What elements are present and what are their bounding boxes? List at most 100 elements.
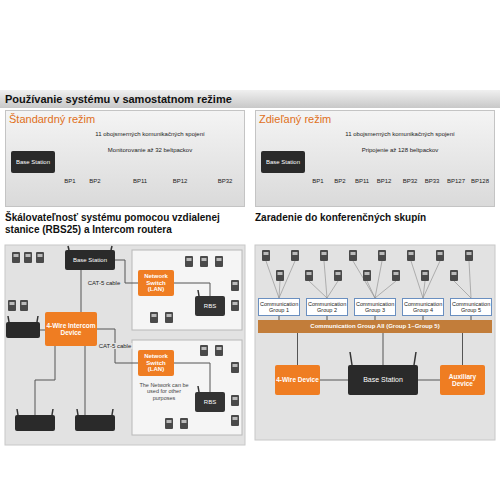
title-text: Používanie systému v samostatnom režime: [5, 93, 232, 105]
beltpack-number: BP32: [400, 178, 420, 185]
beltpack-screen: [233, 364, 238, 367]
note-text: The Network can be used for other purpos…: [138, 382, 190, 401]
beltpack-icon: [36, 252, 44, 263]
base-station: Base Station: [261, 151, 305, 173]
section-heading: Zaradenie do konferenčných skupín: [255, 212, 495, 224]
section-group: Škálovateľnosť systému pomocou vzdialene…: [5, 212, 245, 445]
beltpack-screen: [423, 272, 428, 275]
beltpack-screen: [307, 272, 312, 275]
connector: [383, 333, 384, 365]
group-box: Communication Group 2: [306, 298, 348, 316]
beltpack-icon: [24, 252, 32, 263]
node-text: Communication Group 4: [404, 301, 442, 313]
beltpack-screen: [14, 254, 19, 257]
beltpack-icon: [200, 256, 208, 267]
base-station: Base Station: [65, 250, 115, 270]
beltpack-screen: [394, 272, 399, 275]
beltpack-number: BP128: [469, 178, 491, 185]
beltpack-icon: [320, 250, 328, 261]
base-station-icon: [15, 415, 55, 431]
base-station: Base Station: [11, 151, 55, 173]
connector: [297, 333, 298, 365]
connector: [97, 329, 138, 363]
wire: [85, 346, 86, 415]
remote-station: RBS: [195, 392, 225, 412]
beltpack-link: [423, 281, 425, 298]
group-box: Communication Group 4: [402, 298, 444, 316]
beltpack-link: [469, 261, 471, 298]
beltpack-screen: [452, 272, 457, 275]
network-switch: Network Switch (LAN): [138, 350, 174, 376]
beltpack-screen: [278, 272, 283, 275]
beltpack-icon: [20, 300, 28, 311]
beltpack-icon: [465, 250, 473, 261]
beltpack-icon: [165, 312, 173, 323]
beltpack-number: BP12: [170, 178, 190, 185]
node-text: 4-Wire Intercom Device: [46, 322, 96, 337]
beltpack-icon: [215, 345, 223, 356]
beltpack-number: BP127: [446, 178, 466, 185]
node-text: Communication Group 3: [356, 301, 394, 313]
beltpack-icon: [180, 418, 188, 429]
beltpack-screen: [10, 302, 15, 305]
beltpack-icon: [363, 270, 371, 281]
cable-label: CAT-5 cable: [98, 343, 133, 349]
antenna: [8, 316, 9, 322]
beltpack-screen: [380, 252, 385, 255]
beltpack-screen: [26, 254, 31, 257]
connector: [81, 270, 82, 312]
connector: [462, 333, 463, 365]
beltpack-link: [367, 281, 375, 298]
section-heading: Štandardný režim: [9, 113, 95, 125]
beltpack-screen: [365, 272, 370, 275]
beltpack-screen: [22, 302, 27, 305]
beltpack-screen: [167, 420, 172, 423]
beltpack-link: [375, 281, 396, 298]
base-station-icon: [6, 322, 40, 338]
beltpack-number: BP32: [215, 178, 235, 185]
base-station-icon: [75, 415, 115, 431]
beltpack-screen: [217, 258, 222, 261]
beltpack-screen: [182, 420, 187, 423]
beltpack-icon: [231, 362, 239, 373]
section-heading: Škálovateľnosť systému pomocou vzdialene…: [5, 212, 245, 236]
antenna: [77, 409, 78, 415]
cable-label: CAT-5 cable: [87, 280, 122, 286]
auxiliary-device: Auxiliary Device: [440, 365, 485, 395]
beltpack-icon: [421, 270, 429, 281]
beltpack-icon: [392, 270, 400, 281]
beltpack-icon: [231, 395, 239, 406]
beltpack-icon: [276, 270, 284, 281]
group-box: Communication Group 3: [354, 298, 396, 316]
antenna: [17, 409, 18, 415]
beltpack-number: BP11: [352, 178, 372, 185]
beltpack-icon: [231, 300, 239, 311]
beltpack-icon: [231, 415, 239, 426]
title-bar: [0, 90, 500, 108]
beltpack-link: [279, 281, 280, 298]
beltpack-screen: [467, 252, 472, 255]
node-text: Communication Group 5: [452, 301, 490, 313]
node-text: Network Switch (LAN): [139, 273, 173, 293]
beltpack-link: [454, 281, 471, 298]
bracket-text: Monitorovanie až 32 beltpackov: [65, 147, 235, 154]
group-box: Communication Group 1: [258, 298, 300, 316]
connector: [174, 283, 210, 296]
node-text: 4-Wire Device: [276, 376, 319, 383]
beltpack-link: [309, 281, 327, 298]
beltpack-screen: [233, 282, 238, 285]
node-text: RBS: [204, 399, 216, 406]
connector: [320, 380, 348, 381]
beltpack-icon: [349, 250, 357, 261]
bracket-text: 11 obojsmerných komunikačných spojení: [65, 131, 235, 138]
node-text: Base Station: [16, 159, 50, 166]
antenna: [414, 352, 416, 365]
beltpack-icon: [305, 270, 313, 281]
beltpack-link: [327, 281, 338, 298]
beltpack-icon: [262, 250, 270, 261]
beltpack-number: BP1: [60, 178, 80, 185]
antenna: [37, 316, 38, 322]
beltpack-icon: [12, 252, 20, 263]
beltpack-icon: [291, 250, 299, 261]
